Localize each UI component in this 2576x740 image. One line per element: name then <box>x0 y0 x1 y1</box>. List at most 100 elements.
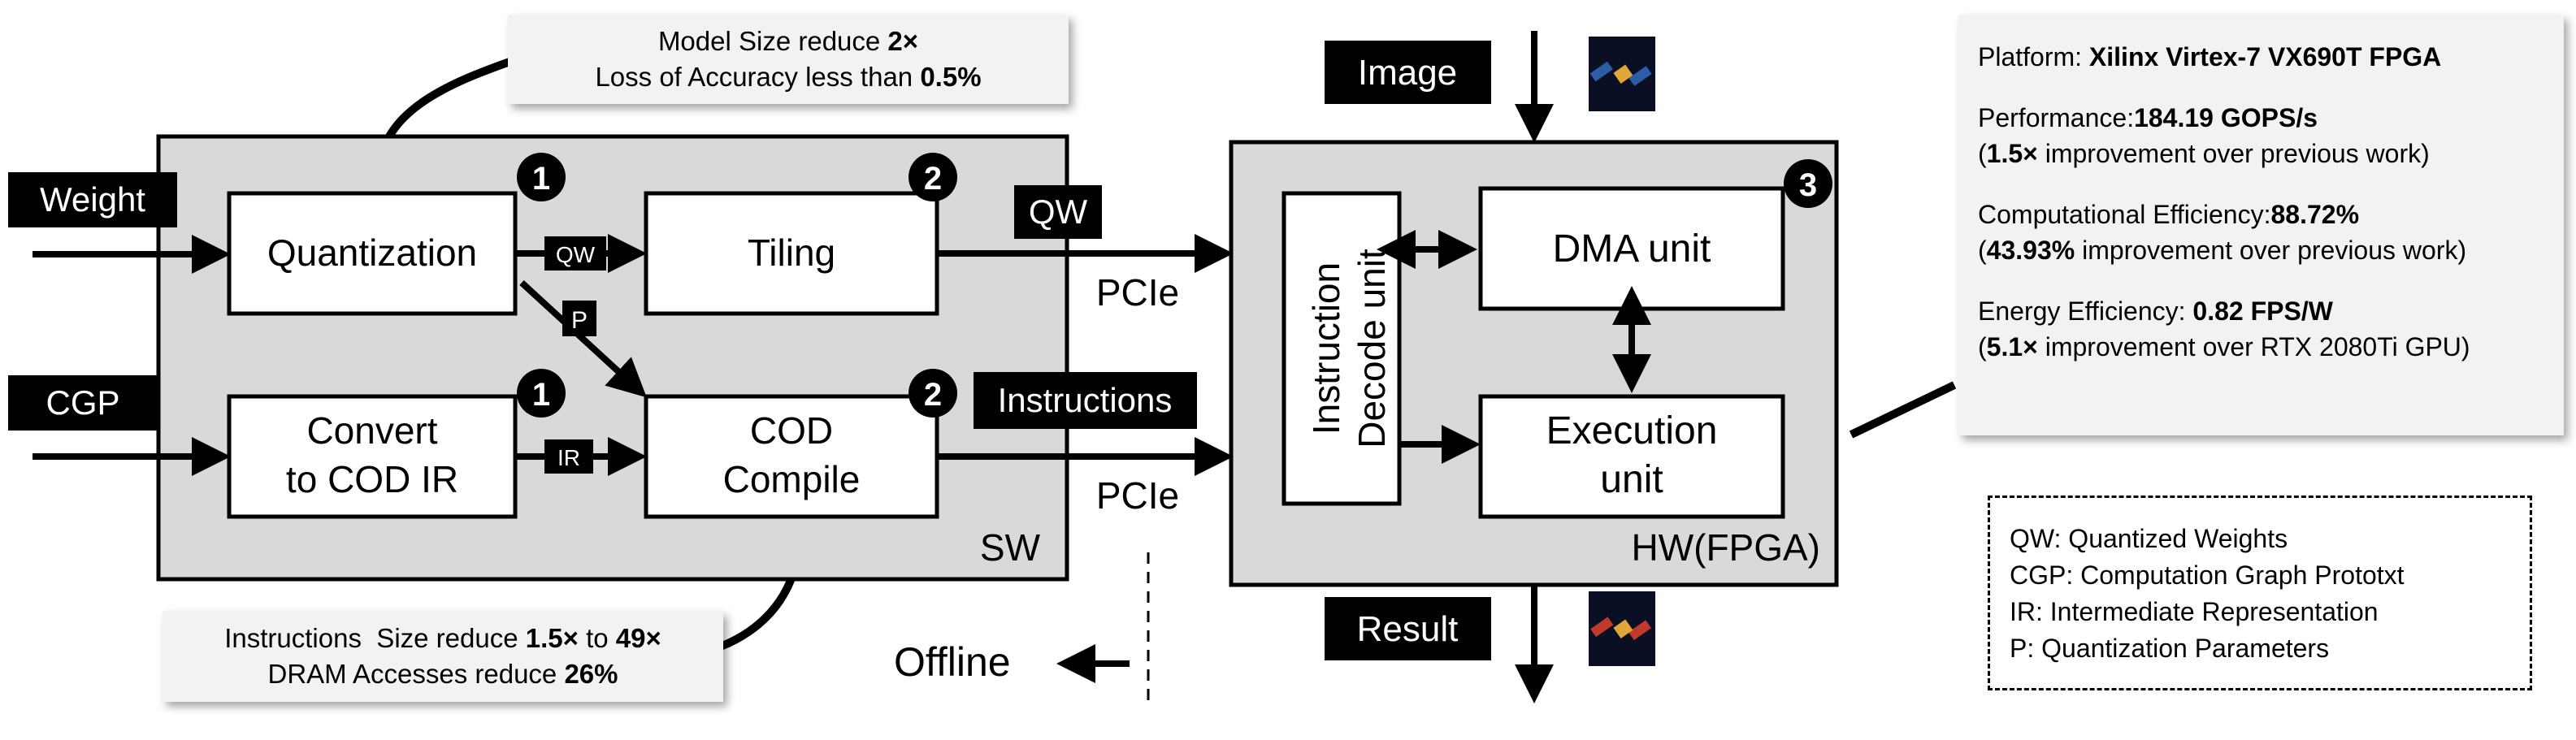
platform-group: Platform: Xilinx Virtex-7 VX690T FPGA <box>1978 39 2548 75</box>
model-size-value: 2× <box>887 26 919 56</box>
quantization-to-compile-arrow <box>519 280 647 398</box>
instruction-decode-label-line1: Instruction <box>1305 262 1347 435</box>
energy-value: 0.82 FPS/W <box>2192 296 2333 326</box>
accuracy-loss-line: Loss of Accuracy less than 0.5% <box>508 59 1069 95</box>
step-badge-convert-number: 1 <box>532 377 550 413</box>
p-tag: P <box>571 307 588 334</box>
step-badge-tiling-number: 2 <box>924 161 942 197</box>
result-label-box <box>1325 597 1491 660</box>
instruction-decode-label-line2: Decode unit <box>1351 249 1393 448</box>
energy-note-text: improvement over RTX 2080Ti GPU) <box>2037 332 2470 361</box>
platform-value: Xilinx Virtex-7 VX690T FPGA <box>2088 42 2442 71</box>
weight-label: Weight <box>40 180 145 219</box>
comp-eff-label: Computational Efficiency: <box>1978 200 2271 229</box>
p-tag-box <box>562 301 596 336</box>
dma-unit-label: DMA unit <box>1553 227 1711 270</box>
step-badge-cod-compile <box>909 369 957 418</box>
instructions-size-max: 49× <box>615 623 661 653</box>
convert-box <box>227 394 518 519</box>
comp-eff-value: 88.72% <box>2270 200 2360 229</box>
instructions-size-callout: Instructions Size reduce 1.5× to 49× DRA… <box>163 611 723 702</box>
energy-note-value: 5.1× <box>1986 332 2038 361</box>
step-badge-cod-compile-number: 2 <box>924 377 942 413</box>
platform-info-panel: Platform: Xilinx Virtex-7 VX690T FPGA Pe… <box>1958 15 2564 435</box>
step-badge-hw <box>1784 159 1832 208</box>
dram-access-line: DRAM Accesses reduce 26% <box>163 656 723 692</box>
performance-note: (1.5× improvement over previous work) <box>1978 139 2430 168</box>
weight-label-box <box>8 172 177 227</box>
satellite-output-icon <box>1589 591 1655 666</box>
step-badge-tiling <box>909 153 957 201</box>
ir-tag-box <box>544 439 593 474</box>
qw-tag-box <box>544 236 606 270</box>
qw-tag: QW <box>556 242 596 267</box>
energy-label: Energy Efficiency: <box>1978 296 2193 326</box>
legend-item-cgp: CGP: Computation Graph Prototxt <box>2010 560 2405 590</box>
image-label: Image <box>1358 53 1457 93</box>
qw-link-label-box <box>1014 185 1102 239</box>
image-label-box <box>1325 41 1491 104</box>
pcie-bottom-label: PCIe <box>1096 474 1179 517</box>
performance-label: Performance: <box>1978 103 2135 132</box>
execution-unit-label-line2: unit <box>1600 458 1663 501</box>
comp-eff-line: Computational Efficiency:88.72% <box>1978 197 2548 232</box>
dram-access-text: DRAM Accesses reduce <box>267 659 565 689</box>
platform-label: Platform: <box>1978 42 2089 71</box>
instructions-size-min: 1.5× <box>525 623 579 653</box>
hw-region-label: HW(FPGA) <box>1631 526 1820 569</box>
step-badge-quantization-number: 1 <box>532 161 550 197</box>
model-size-text: Model Size reduce <box>657 26 888 56</box>
accuracy-loss-value: 0.5% <box>920 62 982 92</box>
convert-label-line1: Convert <box>306 409 437 452</box>
step-badge-hw-number: 3 <box>1799 167 1817 203</box>
dram-access-value: 26% <box>564 659 618 689</box>
execution-unit-box <box>1478 394 1785 519</box>
comp-eff-note: (43.93% improvement over previous work) <box>1978 236 2467 265</box>
energy-note: (5.1× improvement over RTX 2080Ti GPU) <box>1978 332 2470 361</box>
cod-compile-label-line2: Compile <box>723 458 861 500</box>
instructions-link-label-box <box>974 372 1197 429</box>
legend-item-ir: IR: Intermediate Representation <box>2010 597 2379 626</box>
execution-unit-label-line1: Execution <box>1546 409 1718 452</box>
result-label: Result <box>1357 609 1459 649</box>
performance-line: Performance:184.19 GOPS/s <box>1978 100 2548 136</box>
instructions-size-mid: to <box>578 623 616 653</box>
cgp-label: CGP <box>46 383 119 422</box>
satellite-input-icon <box>1589 37 1655 111</box>
info-panel-connector <box>1849 381 1957 439</box>
performance-note-text: improvement over previous work) <box>2037 139 2430 168</box>
performance-note-value: 1.5× <box>1986 139 2038 168</box>
energy-line: Energy Efficiency: 0.82 FPS/W <box>1978 293 2548 329</box>
instructions-size-text: Instructions Size reduce <box>224 623 526 653</box>
performance-group: Performance:184.19 GOPS/s (1.5× improvem… <box>1978 100 2548 171</box>
comp-eff-note-value: 43.93% <box>1986 236 2075 265</box>
abbreviation-legend: QW: Quantized Weights CGP: Computation G… <box>1988 495 2532 690</box>
qw-link-label: QW <box>1029 193 1088 231</box>
cod-compile-box <box>644 394 939 519</box>
offline-label: Offline <box>894 639 1011 685</box>
energy-group: Energy Efficiency: 0.82 FPS/W (5.1× impr… <box>1978 293 2548 365</box>
legend-item-p: P: Quantization Parameters <box>2010 634 2330 663</box>
quantization-label: Quantization <box>267 232 477 274</box>
model-size-line: Model Size reduce 2× <box>508 24 1069 59</box>
cgp-label-box <box>8 375 158 431</box>
comp-eff-note-text: improvement over previous work) <box>2075 236 2467 265</box>
platform-line: Platform: Xilinx Virtex-7 VX690T FPGA <box>1978 39 2548 75</box>
step-badge-convert <box>517 369 566 418</box>
step-badge-quantization <box>517 153 566 201</box>
tiling-label: Tiling <box>748 232 835 274</box>
accuracy-loss-text: Loss of Accuracy less than <box>595 62 921 92</box>
pcie-top-label: PCIe <box>1096 271 1179 314</box>
sw-region-label: SW <box>980 526 1041 569</box>
ir-tag: IR <box>557 445 580 470</box>
legend-item-qw: QW: Quantized Weights <box>2010 524 2288 553</box>
cod-compile-label-line1: COD <box>750 409 833 452</box>
quantization-box <box>227 191 518 316</box>
convert-label-line2: to COD IR <box>286 458 458 500</box>
comp-eff-group: Computational Efficiency:88.72% (43.93% … <box>1978 197 2548 268</box>
performance-value: 184.19 GOPS/s <box>2134 103 2318 132</box>
model-size-callout: Model Size reduce 2× Loss of Accuracy le… <box>508 15 1069 104</box>
instructions-link-label: Instructions <box>998 381 1173 419</box>
